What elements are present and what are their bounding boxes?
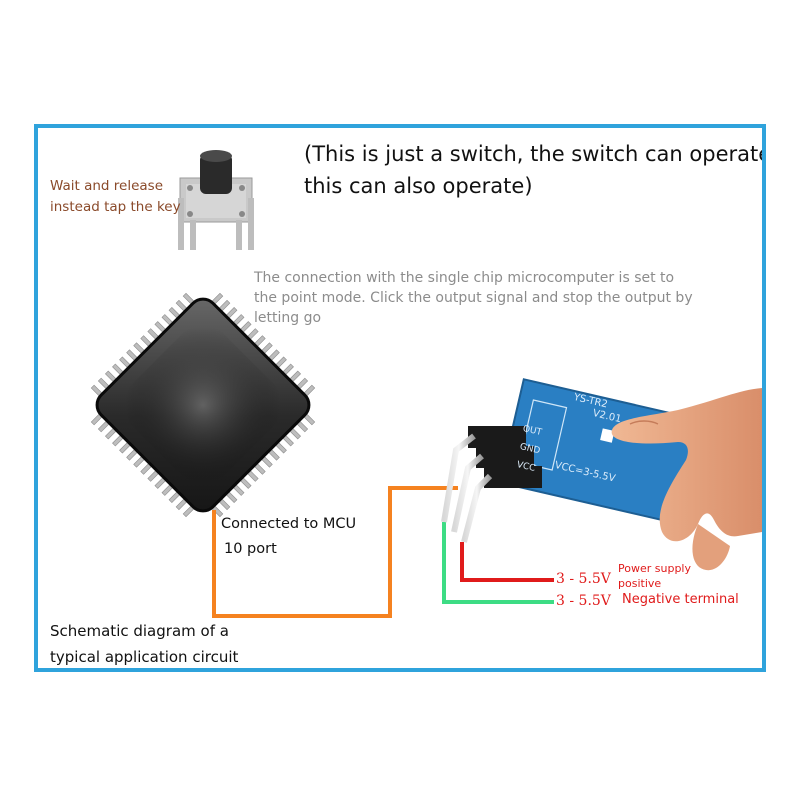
negative-label: Negative terminal: [622, 592, 739, 607]
mcu-label-line-1: Connected to MCU: [221, 516, 357, 532]
caption-line-1: Schematic diagram of a: [50, 622, 229, 640]
switch-note-line-1: (This is just a switch, the switch can o…: [304, 142, 766, 166]
power-label-line-2: positive: [618, 577, 662, 590]
finger-hand-image: [611, 388, 762, 571]
mode-note-line-2: the point mode. Click the output signal …: [254, 290, 693, 306]
mcu-label-line-2: 10 port: [224, 541, 277, 557]
switch-note-line-2: this can also operate): [304, 174, 533, 198]
negative-voltage: 3 - 5.5V: [556, 593, 611, 609]
circuit-illustration: [90, 150, 762, 618]
power-label-line-1: Power supply: [618, 562, 691, 575]
key-note-line-2: instead tap the key: [50, 199, 181, 215]
mcu-chip-image: [90, 292, 316, 518]
power-voltage: 3 - 5.5V: [556, 571, 611, 587]
wires: [212, 486, 554, 618]
caption-line-2: typical application circuit: [50, 648, 239, 666]
mode-note-line-1: The connection with the single chip micr…: [254, 270, 675, 286]
key-note-line-1: Wait and release: [50, 178, 164, 194]
red-positive-wire: [460, 542, 554, 582]
orange-signal-wire: [212, 486, 458, 618]
green-negative-wire: [442, 522, 554, 604]
mode-note-line-3: letting go: [254, 310, 322, 326]
tact-switch-image: [178, 150, 254, 250]
diagram-frame: Wait and release instead tap the key (Th…: [34, 124, 766, 672]
